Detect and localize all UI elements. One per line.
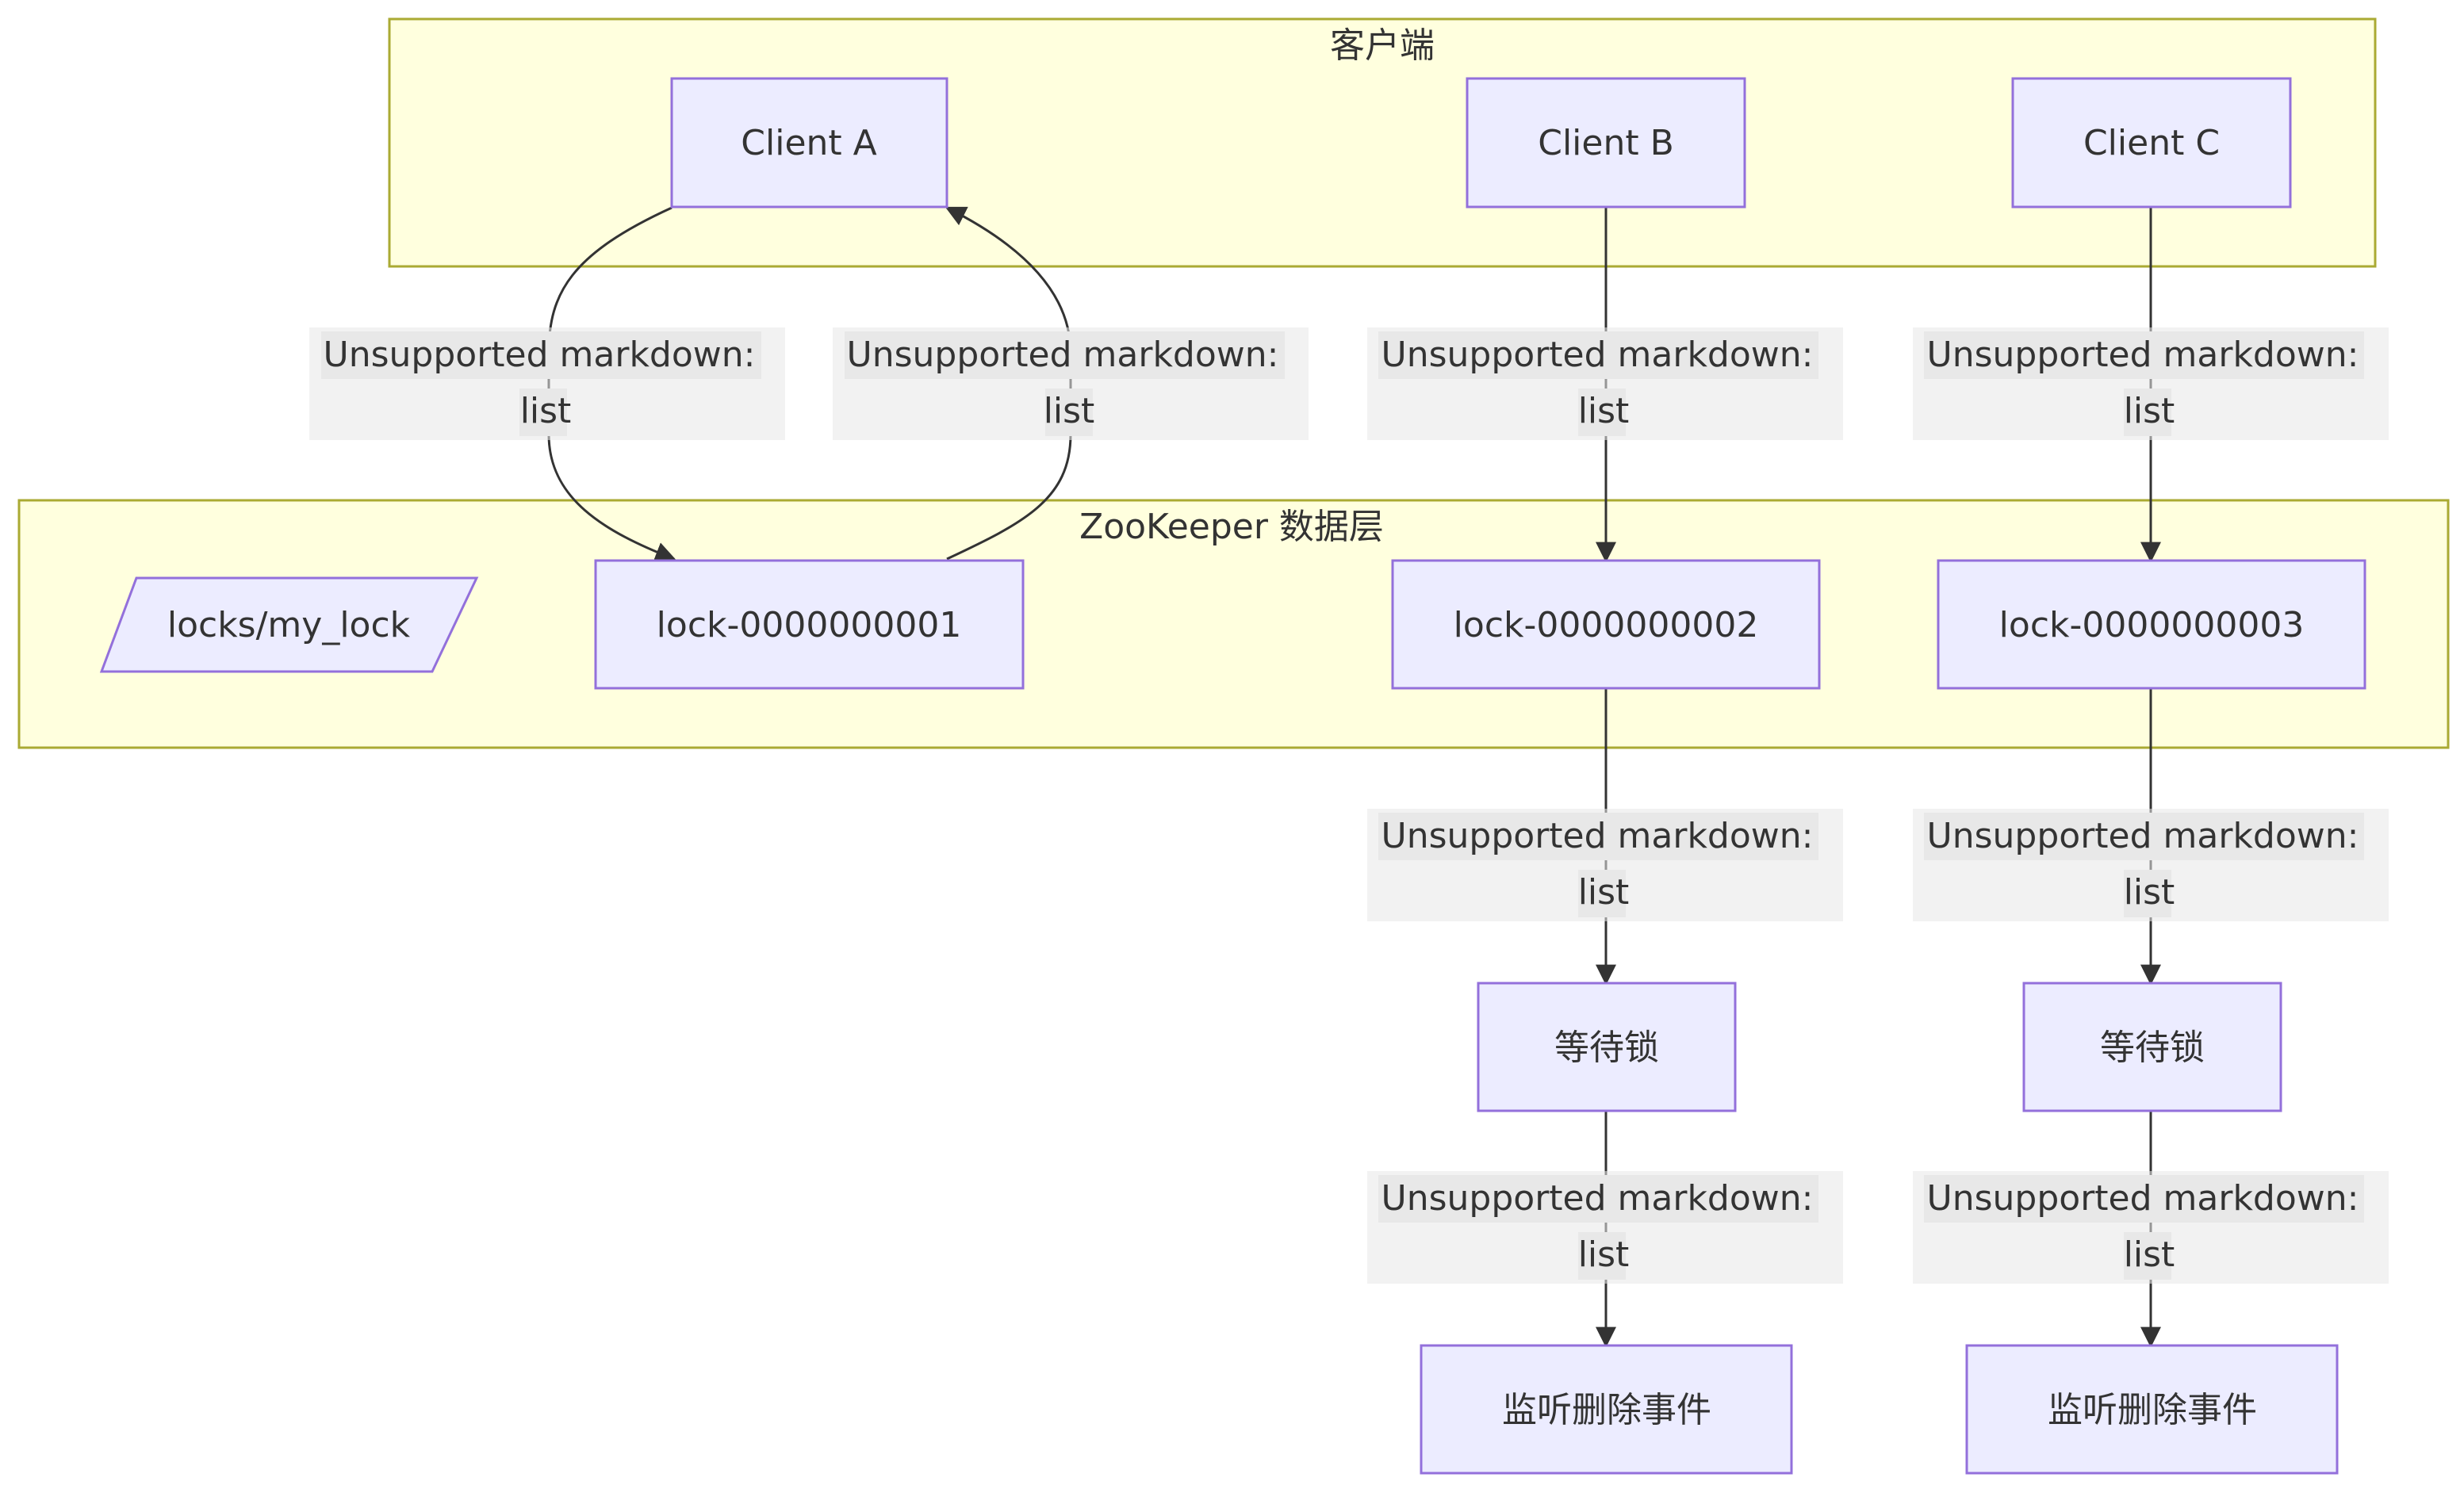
node-wait-b-label: 等待锁	[1554, 1028, 1659, 1068]
edge-label: Unsupported markdown: list	[1367, 809, 1843, 921]
edge-label: Unsupported markdown: list	[1913, 327, 2389, 440]
edge-label-line1: Unsupported markdown:	[847, 335, 1279, 375]
edge-label-line1: Unsupported markdown:	[1927, 335, 2359, 375]
node-lock-3-label: lock-0000000003	[1999, 605, 2305, 645]
edge-label-line1: Unsupported markdown:	[1381, 816, 1814, 856]
edge-label-line1: Unsupported markdown:	[1381, 335, 1814, 375]
node-wait-c[interactable]: 等待锁	[2022, 982, 2282, 1112]
edge-label-line2: list	[2124, 1234, 2175, 1275]
node-client-c-label: Client C	[2083, 123, 2220, 163]
edge-label-line2: list	[2124, 391, 2175, 431]
edge-label-line2: list	[1044, 391, 1095, 431]
node-client-b[interactable]: Client B	[1466, 77, 1746, 209]
node-lock-2[interactable]: lock-0000000002	[1391, 559, 1821, 690]
edge-label-line2: list	[1578, 872, 1630, 913]
node-wait-b[interactable]: 等待锁	[1477, 982, 1737, 1112]
edge-label: Unsupported markdown: list	[309, 327, 785, 440]
node-watch-c-label: 监听删除事件	[2048, 1390, 2257, 1430]
node-lock-1-label: lock-0000000001	[657, 605, 962, 645]
node-lock-2-label: lock-0000000002	[1454, 605, 1759, 645]
node-wait-c-label: 等待锁	[2100, 1028, 2205, 1068]
edge-label: Unsupported markdown: list	[1913, 1171, 2389, 1284]
node-lock-root[interactable]: locks/my_lock	[99, 576, 479, 673]
node-client-a[interactable]: Client A	[670, 77, 948, 209]
cluster-client-title: 客户端	[1330, 25, 1435, 66]
edge-label: Unsupported markdown: list	[1367, 327, 1843, 440]
node-lock-root-label: locks/my_lock	[167, 605, 411, 645]
edge-label-line1: Unsupported markdown:	[324, 335, 756, 375]
edge-label: Unsupported markdown: list	[1367, 1171, 1843, 1284]
node-watch-c[interactable]: 监听删除事件	[1965, 1344, 2339, 1475]
node-client-a-label: Client A	[741, 123, 876, 163]
edge-label-line2: list	[1578, 391, 1630, 431]
node-client-c[interactable]: Client C	[2011, 77, 2292, 209]
node-watch-b[interactable]: 监听删除事件	[1420, 1344, 1793, 1475]
node-lock-3[interactable]: lock-0000000003	[1937, 559, 2366, 690]
edge-label-line1: Unsupported markdown:	[1381, 1178, 1814, 1219]
edge-label: Unsupported markdown: list	[1913, 809, 2389, 921]
node-watch-b-label: 监听删除事件	[1502, 1390, 1711, 1430]
node-lock-1[interactable]: lock-0000000001	[594, 559, 1025, 690]
edge-label-line1: Unsupported markdown:	[1927, 816, 2359, 856]
edge-label-line2: list	[520, 391, 572, 431]
edges	[547, 206, 2161, 1348]
node-client-b-label: Client B	[1538, 123, 1674, 163]
edge-label-line2: list	[2124, 872, 2175, 913]
edge-label-line2: list	[1578, 1234, 1630, 1275]
edge-label: Unsupported markdown: list	[833, 327, 1309, 440]
edge-labels: Unsupported markdown: list Unsupported m…	[309, 327, 2389, 1284]
edge-label-line1: Unsupported markdown:	[1927, 1178, 2359, 1219]
cluster-zookeeper-title: ZooKeeper 数据层	[1079, 507, 1384, 547]
